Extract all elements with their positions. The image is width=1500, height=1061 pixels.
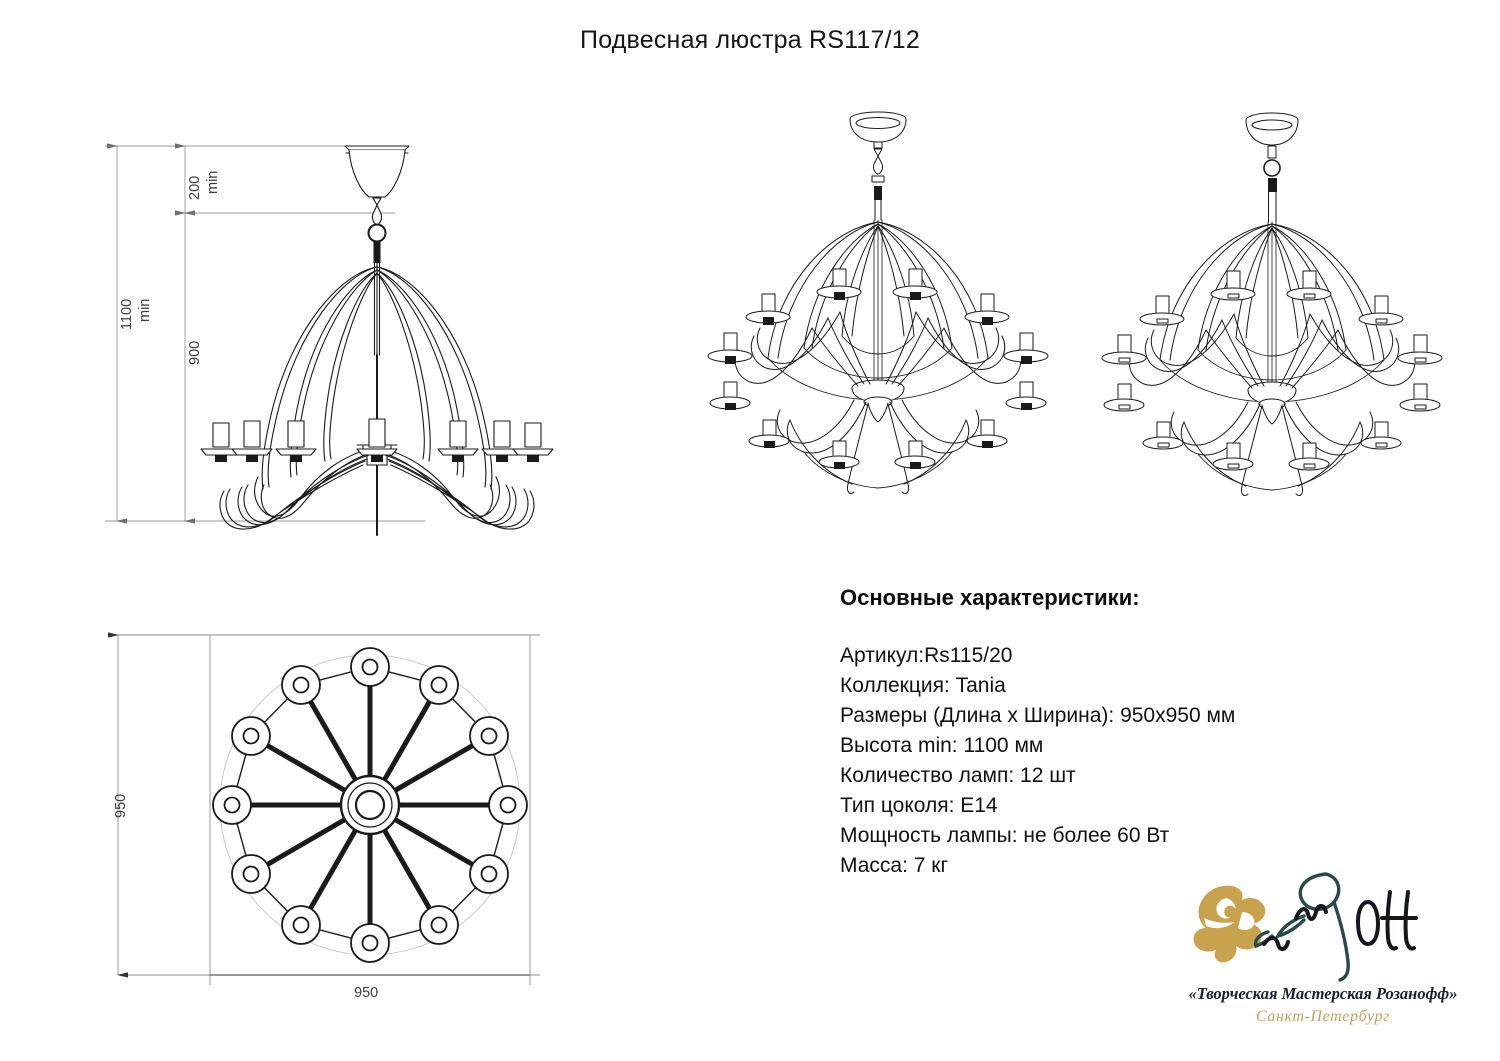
suspension-rod xyxy=(873,186,883,389)
candle-cup xyxy=(1399,383,1441,412)
dimension-body-height-value: 900 xyxy=(187,340,203,365)
candle-cup xyxy=(816,268,862,300)
ceiling-canopy xyxy=(849,111,907,143)
candle-cup xyxy=(707,332,753,364)
candle-holder xyxy=(275,420,317,462)
plan-dimension-height: 950 xyxy=(113,793,129,818)
candle-cup xyxy=(966,419,1008,448)
swag-arms xyxy=(734,311,1022,495)
candle-holder xyxy=(200,422,242,462)
candle-socket-rings xyxy=(212,647,528,963)
specifications-block: Основные характеристики: Артикул:Rs115/2… xyxy=(840,585,1400,881)
center-hub xyxy=(339,774,401,836)
upper-tier-arms xyxy=(811,311,945,387)
candle-cup xyxy=(894,440,936,469)
candle-cup xyxy=(1139,295,1185,326)
candle-cup xyxy=(1360,421,1402,450)
candle-cup xyxy=(818,440,860,469)
candle-holders xyxy=(200,418,554,462)
specifications-heading: Основные характеристики: xyxy=(840,585,1140,610)
candle-cup xyxy=(1142,421,1184,450)
spec-lamp-count: Количество ламп: 12 шт xyxy=(840,764,1076,787)
candle-cup xyxy=(709,381,751,410)
stem-icon xyxy=(1253,872,1350,982)
suspension-hook xyxy=(871,141,885,183)
logo-caption-sub: Санкт-Петербург xyxy=(1256,1008,1390,1025)
bottom-plan-view xyxy=(100,615,570,1035)
candle-holder xyxy=(437,420,479,462)
candle-holder xyxy=(356,418,398,462)
plan-geometry xyxy=(212,647,528,963)
script-flourish xyxy=(1262,890,1418,951)
plan-dimension-lines xyxy=(108,632,540,985)
candle-cup xyxy=(964,293,1010,325)
candle-cup xyxy=(1288,442,1330,471)
spec-dimensions: Размеры (Длина х Ширина): 950х950 мм xyxy=(840,704,1236,727)
spec-article: Артикул:Rs115/20 xyxy=(840,644,1013,667)
candle-cup xyxy=(1397,334,1443,365)
suspension-rod xyxy=(373,241,381,536)
candle-cup xyxy=(1358,295,1404,326)
front-elevation-view xyxy=(95,115,565,545)
suspension-hook xyxy=(367,197,387,243)
lower-arms-left xyxy=(219,448,372,530)
logo-caption-main: «Творческая Мастерская Розанофф» xyxy=(1188,984,1458,1003)
candle-cup xyxy=(1286,270,1332,301)
dimension-total-height-value: 1100 xyxy=(119,298,135,330)
candle-cup xyxy=(892,268,938,300)
spec-socket-type: Тип цоколя: E14 xyxy=(840,794,998,817)
lower-arms-right xyxy=(382,448,535,530)
candle-cup xyxy=(1103,383,1145,412)
dimension-total-height-unit: min xyxy=(137,298,153,322)
dimension-drop-unit: min xyxy=(205,170,221,194)
perspective-view-left xyxy=(700,100,1060,520)
center-hub xyxy=(851,379,905,423)
candle-holder xyxy=(231,420,273,462)
candle-cup xyxy=(1005,381,1047,410)
spec-collection: Коллекция: Tania xyxy=(840,674,1006,697)
candle-cup xyxy=(1210,270,1256,301)
candle-cup xyxy=(748,419,790,448)
candle-cup xyxy=(1101,334,1147,365)
candle-holder xyxy=(481,420,523,462)
candle-cup xyxy=(1003,332,1049,364)
center-hub xyxy=(1247,381,1297,425)
spec-weight: Масса: 7 кг xyxy=(840,854,949,877)
page-title: Подвесная люстра RS117/12 xyxy=(580,26,920,54)
dimension-drop-value: 200 xyxy=(187,175,203,200)
perspective-view-right xyxy=(1090,100,1460,520)
candle-cup xyxy=(1212,442,1254,471)
spec-height: Высота min: 1100 мм xyxy=(840,734,1044,757)
spec-lamp-power: Мощность лампы: не более 60 Вт xyxy=(840,824,1170,847)
ceiling-canopy xyxy=(344,145,410,198)
dome-ribs xyxy=(1159,223,1385,403)
candle-holder xyxy=(512,422,554,462)
suspension-rod xyxy=(1267,178,1277,391)
upper-tier-arms xyxy=(1205,313,1339,389)
rose-icon xyxy=(1193,885,1266,963)
candle-cup xyxy=(745,293,791,325)
logo-mark xyxy=(1193,872,1418,982)
company-logo: «Творческая Мастерская Розанофф» Санкт-П… xyxy=(1168,862,1478,1052)
plan-dimension-width: 950 xyxy=(354,985,379,1001)
candle-cups xyxy=(1101,270,1443,471)
ceiling-canopy xyxy=(1245,112,1299,146)
candle-cups xyxy=(707,268,1049,469)
suspension-hook xyxy=(1263,145,1281,177)
chandelier-elevation-geometry xyxy=(200,145,554,536)
